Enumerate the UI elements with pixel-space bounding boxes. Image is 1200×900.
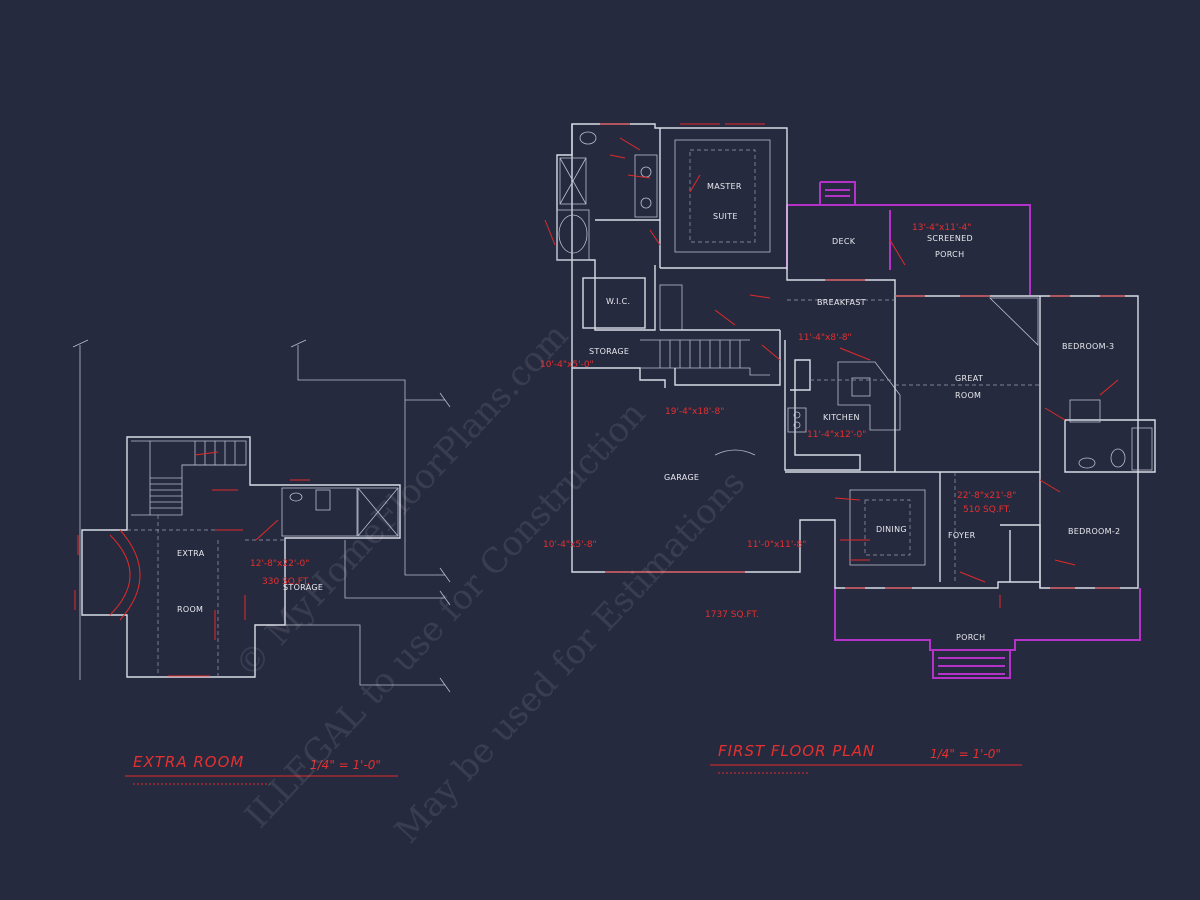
dim-kitchen: 11'-4"x12'-0" <box>807 430 866 440</box>
dim-screened-porch: 13'-4"x11'-4" <box>912 223 971 233</box>
dim-breakfast: 11'-4"x8'-8" <box>798 333 852 343</box>
drawing-titles: EXTRA ROOM 1/4" = 1'-0" FIRST FLOOR PLAN… <box>125 742 1022 785</box>
room-porch-front: PORCH <box>956 633 985 642</box>
dim-storage: 10'-4"x5'-0" <box>540 360 594 370</box>
first-floor-plan: MASTER SUITE DECK SCREENED PORCH W.I.C. … <box>540 123 1156 679</box>
dim-total-sqft: 1737 SQ.FT. <box>705 610 759 620</box>
room-wic: W.I.C. <box>606 297 630 306</box>
room-breakfast: BREAKFAST <box>817 298 866 307</box>
first-floor-room-labels: MASTER SUITE DECK SCREENED PORCH W.I.C. … <box>589 182 1120 642</box>
extra-room-label-1: EXTRA <box>177 549 205 558</box>
room-deck: DECK <box>832 237 856 246</box>
title-first-floor: FIRST FLOOR PLAN <box>718 742 875 760</box>
room-bedroom-2: BEDROOM-2 <box>1068 527 1120 536</box>
title-extra-room: EXTRA ROOM <box>133 753 244 771</box>
room-kitchen: KITCHEN <box>823 413 860 422</box>
extra-storage-dim: 12'-8"x22'-0" <box>250 559 309 569</box>
room-storage: STORAGE <box>589 347 629 356</box>
room-garage: GARAGE <box>664 473 699 482</box>
scale-extra-room: 1/4" = 1'-0" <box>310 758 381 772</box>
dim-garage-right: 11'-0"x11'-8" <box>747 540 806 550</box>
room-foyer: FOYER <box>948 531 976 540</box>
dim-garage: 19'-4"x18'-8" <box>665 407 724 417</box>
room-bedroom-3: BEDROOM-3 <box>1062 342 1114 351</box>
room-suite: SUITE <box>713 212 738 221</box>
room-dining: DINING <box>876 525 907 534</box>
room-master: MASTER <box>707 182 742 191</box>
extra-storage-label: STORAGE <box>283 583 323 592</box>
extra-room-label-2: ROOM <box>177 605 203 614</box>
first-floor-dimensions: 13'-4"x11'-4" 11'-4"x8'-8" 10'-4"x5'-0" … <box>540 223 1016 620</box>
room-screened: SCREENED <box>927 234 973 243</box>
dim-garage-left: 10'-4"x5'-8" <box>543 540 597 550</box>
room-porch-back: PORCH <box>935 250 964 259</box>
dim-great-room-sqft: 510 SQ.FT. <box>963 505 1011 515</box>
watermark: © MyHomeFloorPlans.com ILLEGAL to use fo… <box>227 316 753 851</box>
extra-room-plan: EXTRA ROOM 12'-8"x22'-0" 330 SQ.FT. STOR… <box>72 339 451 693</box>
room-great-room: ROOM <box>955 391 981 400</box>
scale-first-floor: 1/4" = 1'-0" <box>930 747 1001 761</box>
extra-storage-sqft: 330 SQ.FT. <box>262 577 310 587</box>
watermark-line-3: May be used for Estimations <box>387 463 753 851</box>
room-great: GREAT <box>955 374 983 383</box>
dim-great-room: 22'-8"x21'-8" <box>957 491 1016 501</box>
